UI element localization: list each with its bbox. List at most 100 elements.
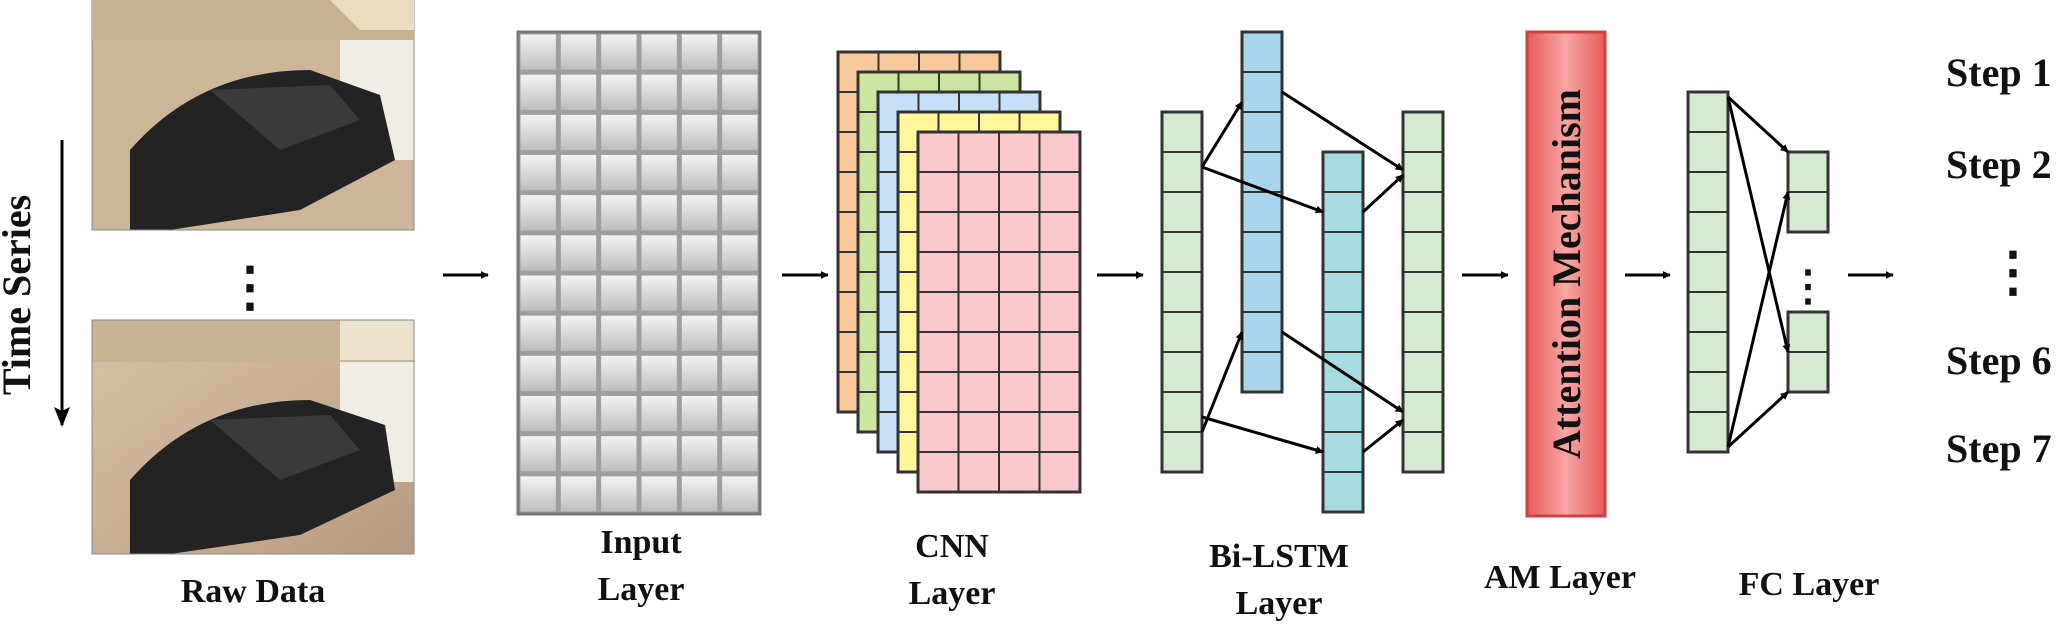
- input-cell: [519, 354, 557, 393]
- input-cell: [721, 73, 759, 111]
- fc-input-column: [1686, 90, 1730, 454]
- input-cell: [640, 395, 678, 433]
- input-cell: [600, 234, 638, 272]
- fc-output-bottom: [1786, 310, 1830, 394]
- step-7-label: Step 7: [1946, 426, 2052, 471]
- connection-arrow: [1281, 90, 1404, 172]
- fc-output-top: [1786, 150, 1830, 234]
- input-cell: [680, 33, 719, 71]
- attention-mechanism-block: Attention Mechanism: [1525, 30, 1607, 518]
- input-cell: [640, 154, 678, 192]
- input-cell: [721, 314, 759, 352]
- input-cell: [680, 475, 719, 513]
- connection-arrow: [1201, 165, 1324, 214]
- input-cell: [640, 113, 678, 152]
- connection-arrow: [1200, 101, 1244, 168]
- cnn-map-pink: [916, 130, 1082, 494]
- input-cell: [640, 274, 678, 312]
- fc-input-column-frame: [1686, 90, 1730, 454]
- input-cell: [680, 314, 719, 352]
- input-cell: [600, 33, 638, 71]
- input-cell: [721, 274, 759, 312]
- input-cell: [721, 475, 759, 513]
- input-cell: [640, 234, 678, 272]
- input-cell: [680, 234, 719, 272]
- step-6-label: Step 6: [1946, 338, 2052, 383]
- input-cell: [559, 475, 598, 513]
- ellipsis-dots: ⋮: [223, 257, 277, 317]
- input-cell: [721, 33, 759, 71]
- raw-data-photos-top: [91, 0, 415, 231]
- input-cell: [600, 113, 638, 152]
- bilstm-layer-label-line1: Bi-LSTM: [1209, 538, 1349, 575]
- cnn-layer-label-line1: CNN: [915, 528, 989, 565]
- input-cell: [721, 113, 759, 152]
- raw-data-label: Raw Data: [181, 573, 325, 610]
- attention-mechanism-text: Attention Mechanism: [1544, 89, 1589, 459]
- input-layer-frame: [516, 30, 762, 516]
- connection-arrow: [1361, 173, 1405, 214]
- input-cell: [519, 395, 557, 433]
- lstm-input-column: [1160, 110, 1204, 474]
- photo-glove-icon: [92, 0, 414, 40]
- fc-layer-label: FC Layer: [1739, 566, 1880, 603]
- input-cell: [640, 314, 678, 352]
- input-layer-grid: [516, 30, 762, 516]
- input-cell: [680, 154, 719, 192]
- lstm-forward-column: [1240, 30, 1284, 394]
- input-cell: [680, 354, 719, 393]
- connection-arrow: [1726, 96, 1791, 353]
- input-cell: [559, 113, 598, 152]
- input-cell: [600, 194, 638, 232]
- input-cell: [680, 274, 719, 312]
- connection-arrow: [1200, 331, 1244, 433]
- input-cell: [600, 435, 638, 473]
- connection-arrow: [1726, 191, 1791, 448]
- input-cell: [600, 475, 638, 513]
- steps-ellipsis: ⋮: [1986, 242, 2040, 302]
- input-cell: [640, 73, 678, 111]
- input-cell: [559, 73, 598, 111]
- input-cell: [559, 354, 598, 393]
- input-cell: [640, 475, 678, 513]
- input-cell: [519, 234, 557, 272]
- input-cell: [519, 194, 557, 232]
- input-cell: [600, 354, 638, 393]
- input-cell: [721, 395, 759, 433]
- am-layer-label: AM Layer: [1484, 559, 1636, 596]
- input-cell: [519, 274, 557, 312]
- fc-network: ⋮: [1686, 90, 1830, 454]
- photo-glove-icon: [91, 319, 415, 555]
- raw-data-photos-bottom: [91, 319, 415, 555]
- input-cell: [519, 33, 557, 71]
- input-cell: [559, 194, 598, 232]
- input-cell: [640, 354, 678, 393]
- input-cell: [640, 435, 678, 473]
- input-cell: [721, 154, 759, 192]
- lstm-forward-column-frame: [1240, 30, 1284, 394]
- step-1-label: Step 1: [1946, 50, 2052, 95]
- step-2-label: Step 2: [1946, 142, 2052, 187]
- input-layer-label-line1: Input: [600, 524, 682, 561]
- time-series-label: Time Series: [0, 195, 39, 395]
- input-cell: [519, 314, 557, 352]
- cnn-layer-label-line2: Layer: [909, 575, 996, 612]
- fc-ellipsis: ⋮: [1787, 264, 1829, 310]
- lstm-output-column: [1401, 110, 1445, 474]
- input-cell: [680, 73, 719, 111]
- connection-arrow: [1281, 330, 1404, 414]
- input-cell: [600, 73, 638, 111]
- input-cell: [559, 33, 598, 71]
- input-cell: [559, 314, 598, 352]
- input-cell: [600, 274, 638, 312]
- cnn-feature-maps: [836, 50, 1082, 494]
- input-cell: [519, 475, 557, 513]
- input-layer-label-line2: Layer: [598, 571, 685, 608]
- input-cell: [519, 113, 557, 152]
- input-cell: [519, 73, 557, 111]
- input-cell: [640, 33, 678, 71]
- connection-arrow: [1726, 390, 1790, 449]
- input-cell: [559, 435, 598, 473]
- input-cell: [680, 435, 719, 473]
